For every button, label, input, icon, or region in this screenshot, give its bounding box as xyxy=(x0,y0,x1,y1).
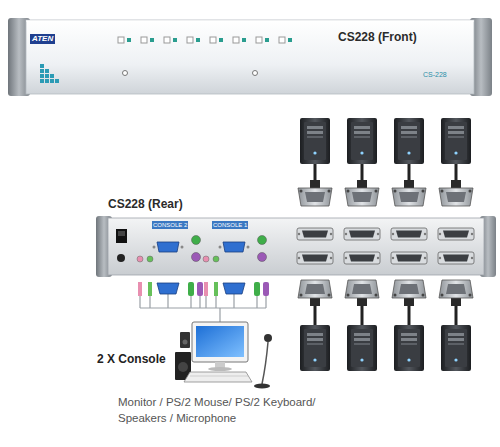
front-unit xyxy=(8,18,492,96)
device-heading: CS228 (Front) xyxy=(338,30,417,44)
device-heading: CS228 (Rear) xyxy=(108,197,183,211)
port-label: CONSOLE 1 xyxy=(212,221,248,229)
console-caption: Monitor / PS/2 Mouse/ PS/2 Keyboard/ Spe… xyxy=(118,394,358,426)
port-label: CONSOLE 2 xyxy=(152,221,188,229)
rear-unit xyxy=(96,216,496,277)
logo-pattern xyxy=(40,64,59,83)
console-set xyxy=(175,322,272,389)
port-buttons xyxy=(118,37,292,43)
console-heading: 2 X Console xyxy=(97,352,166,366)
console-cables xyxy=(138,282,269,322)
computers-bottom xyxy=(298,280,473,371)
model-label: CS-228 xyxy=(423,70,447,79)
computers-top xyxy=(298,118,473,206)
brand-logo: ATEN xyxy=(30,34,55,44)
kvm-front-panel: CS228 (Front) xyxy=(26,20,474,94)
